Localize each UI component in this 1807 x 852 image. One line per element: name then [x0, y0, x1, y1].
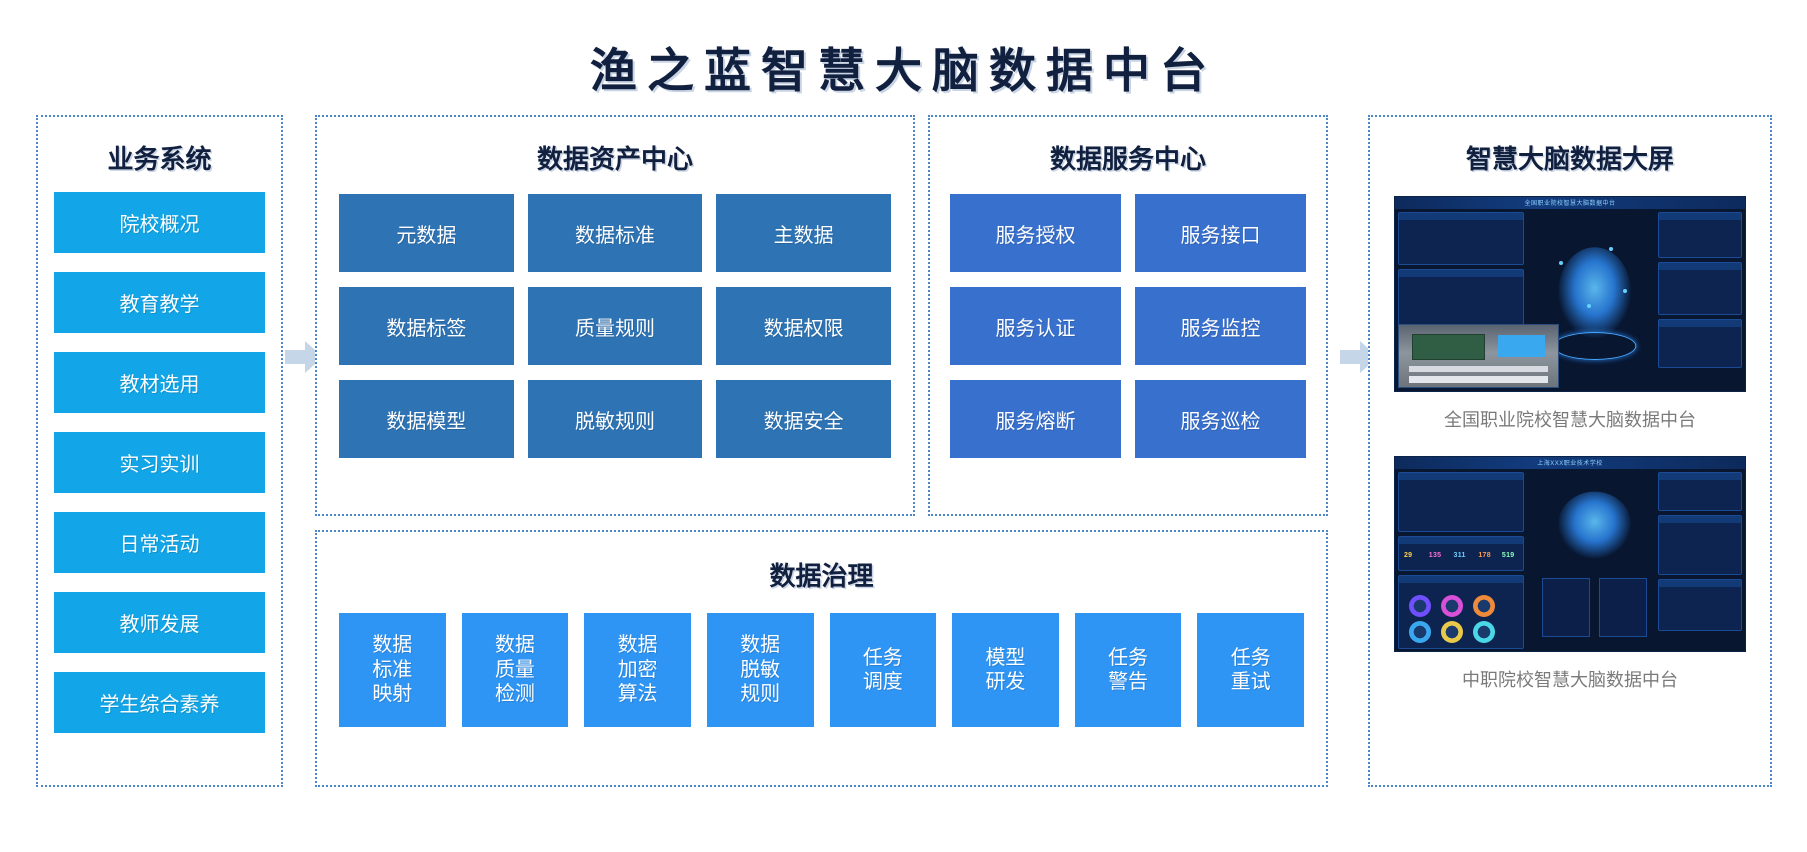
gov-label-line: 数据 [740, 634, 781, 657]
dashboard-screenshot-national[interactable]: 全国职业院校智慧大脑数据中台 [1394, 196, 1746, 392]
service-cell-authorization[interactable]: 服务授权 [950, 194, 1121, 272]
gov-cell-model-development[interactable]: 模型 研发 [952, 613, 1059, 727]
asset-cell-masking-rule[interactable]: 脱敏规则 [527, 380, 703, 458]
dashboard-center-visual [1535, 472, 1654, 648]
asset-cell-data-tag[interactable]: 数据标签 [339, 287, 514, 365]
dashboard-stat-value: 519 [1501, 551, 1515, 559]
data-service-grid: 服务授权 服务接口 服务认证 服务监控 服务熔断 服务巡检 [930, 194, 1326, 458]
data-governance-title: 数据治理 [769, 561, 874, 591]
dashboard-caption-national: 全国职业院校智慧大脑数据中台 [1444, 410, 1696, 430]
business-system-title: 业务系统 [107, 144, 212, 174]
dashboard-right-column [1658, 472, 1742, 648]
service-cell-circuit-breaker[interactable]: 服务熔断 [950, 380, 1121, 458]
gov-label-line: 规则 [740, 683, 781, 706]
asset-cell-metadata[interactable]: 元数据 [339, 194, 514, 272]
asset-cell-data-model[interactable]: 数据模型 [339, 380, 514, 458]
page-title: 渔之蓝智慧大脑数据中台 [590, 44, 1217, 97]
gov-label-line: 映射 [372, 683, 413, 706]
data-service-center-panel: 数据服务中心 服务授权 服务接口 服务认证 服务监控 服务熔断 服务巡检 [928, 115, 1328, 516]
business-system-list: 院校概况 教育教学 教材选用 实习实训 日常活动 教师发展 学生综合素养 [38, 192, 281, 733]
dashboard-card [1658, 472, 1742, 511]
gov-label-line: 质量 [494, 658, 535, 681]
dashboard-classroom-photo [1398, 323, 1559, 388]
data-asset-grid: 元数据 数据标准 主数据 数据标签 质量规则 数据权限 数据模型 脱敏规则 数据… [317, 194, 913, 458]
sidebar-item-daily-activities[interactable]: 日常活动 [54, 512, 265, 573]
dashboard-screens-title: 智慧大脑数据大屏 [1465, 144, 1674, 174]
gov-label-line: 重试 [1230, 671, 1271, 693]
dashboard-header-bar [1395, 197, 1745, 209]
service-cell-monitoring[interactable]: 服务监控 [1135, 287, 1306, 365]
service-cell-inspection[interactable]: 服务巡检 [1135, 380, 1306, 458]
data-governance-panel: 数据治理 数据 标准 映射 数据 质量 检测 数据 加密 算法 数据 脱敏 规则 [315, 530, 1328, 787]
gov-label-line: 标准 [372, 658, 413, 681]
gov-label-line: 警告 [1108, 671, 1149, 693]
dashboard-stat-value: 135 [1428, 551, 1442, 559]
gov-label-line: 算法 [617, 683, 658, 706]
gov-cell-task-retry[interactable]: 任务 重试 [1197, 613, 1304, 727]
gov-label-line: 任务 [862, 646, 903, 669]
dashboard-stat-value: 29 [1403, 551, 1413, 559]
asset-cell-data-security[interactable]: 数据安全 [716, 380, 891, 458]
gov-label-line: 加密 [617, 658, 658, 681]
dashboard-card [1398, 212, 1524, 265]
sidebar-item-internship-training[interactable]: 实习实训 [54, 432, 265, 493]
sidebar-item-school-overview[interactable]: 院校概况 [54, 192, 265, 253]
dashboard-left-column: 29 135 311 178 519 [1398, 472, 1524, 649]
dashboard-card [1658, 578, 1742, 632]
dashboard-screens-panel: 智慧大脑数据大屏 全国职业院校智慧大脑数据中台 [1368, 115, 1772, 787]
asset-cell-data-permission[interactable]: 数据权限 [716, 287, 891, 365]
dashboard-card [1658, 261, 1742, 315]
data-service-center-title: 数据服务中心 [1049, 144, 1206, 174]
dashboard-card [1398, 472, 1524, 532]
service-cell-authentication[interactable]: 服务认证 [950, 287, 1121, 365]
dashboard-stat-value: 311 [1453, 551, 1466, 559]
dashboard-header-bar [1395, 457, 1745, 469]
dashboard-screenshot-vocational[interactable]: 上海XXX职业技术学校 29 135 311 178 519 [1394, 456, 1746, 652]
gov-cell-encryption-algorithm[interactable]: 数据 加密 算法 [584, 613, 691, 727]
dashboard-header-text: 上海XXX职业技术学校 [1537, 461, 1603, 467]
dashboard-caption-vocational: 中职院校智慧大脑数据中台 [1462, 670, 1678, 690]
gov-cell-task-scheduling[interactable]: 任务 调度 [829, 613, 937, 727]
gov-label-line: 调度 [862, 671, 903, 693]
dashboard-card [1398, 575, 1524, 649]
gov-label-line: 检测 [494, 683, 535, 706]
dashboard-stat-value: 178 [1478, 551, 1491, 559]
gov-label-line: 研发 [985, 671, 1026, 693]
gov-cell-standard-mapping[interactable]: 数据 标准 映射 [339, 613, 446, 727]
gov-label-line: 数据 [372, 634, 413, 657]
dashboard-stats-card: 29 135 311 178 519 [1398, 535, 1524, 572]
dashboard-header-text: 全国职业院校智慧大脑数据中台 [1524, 201, 1616, 207]
dashboard-screenshot-1-wrap: 全国职业院校智慧大脑数据中台 [1370, 196, 1770, 432]
gov-label-line: 脱敏 [740, 658, 781, 681]
gov-cell-task-alert[interactable]: 任务 警告 [1074, 613, 1182, 727]
sidebar-item-education-teaching[interactable]: 教育教学 [54, 272, 265, 333]
sidebar-item-student-quality[interactable]: 学生综合素养 [54, 672, 265, 733]
dashboard-screenshot-2-wrap: 上海XXX职业技术学校 29 135 311 178 519 [1370, 456, 1770, 692]
gov-cell-masking-rule[interactable]: 数据 脱敏 规则 [706, 613, 814, 727]
data-asset-center-title: 数据资产中心 [536, 144, 693, 174]
asset-cell-master-data[interactable]: 主数据 [716, 194, 891, 272]
dashboard-card [1398, 268, 1524, 333]
asset-cell-quality-rule[interactable]: 质量规则 [527, 287, 703, 365]
gov-cell-quality-detection[interactable]: 数据 质量 检测 [461, 613, 569, 727]
sidebar-item-teacher-development[interactable]: 教师发展 [54, 592, 265, 653]
gov-label-line: 任务 [1230, 646, 1271, 669]
gov-label-line: 数据 [494, 634, 535, 657]
data-asset-center-panel: 数据资产中心 元数据 数据标准 主数据 数据标签 质量规则 数据权限 数据模型 … [315, 115, 915, 516]
sidebar-item-textbook-selection[interactable]: 教材选用 [54, 352, 265, 413]
dashboard-card [1658, 318, 1742, 368]
gov-label-line: 模型 [985, 646, 1026, 669]
service-cell-interface[interactable]: 服务接口 [1135, 194, 1306, 272]
gov-label-line: 任务 [1108, 646, 1149, 669]
data-governance-row: 数据 标准 映射 数据 质量 检测 数据 加密 算法 数据 脱敏 规则 任务 调 [317, 613, 1326, 727]
dashboard-card [1658, 514, 1742, 575]
arrow-right-icon [285, 337, 323, 377]
dashboard-card [1658, 212, 1742, 258]
gov-label-line: 数据 [617, 634, 658, 657]
asset-cell-data-standard[interactable]: 数据标准 [527, 194, 703, 272]
dashboard-right-column [1658, 212, 1742, 388]
business-system-panel: 业务系统 院校概况 教育教学 教材选用 实习实训 日常活动 教师发展 学生综合素… [36, 115, 283, 787]
